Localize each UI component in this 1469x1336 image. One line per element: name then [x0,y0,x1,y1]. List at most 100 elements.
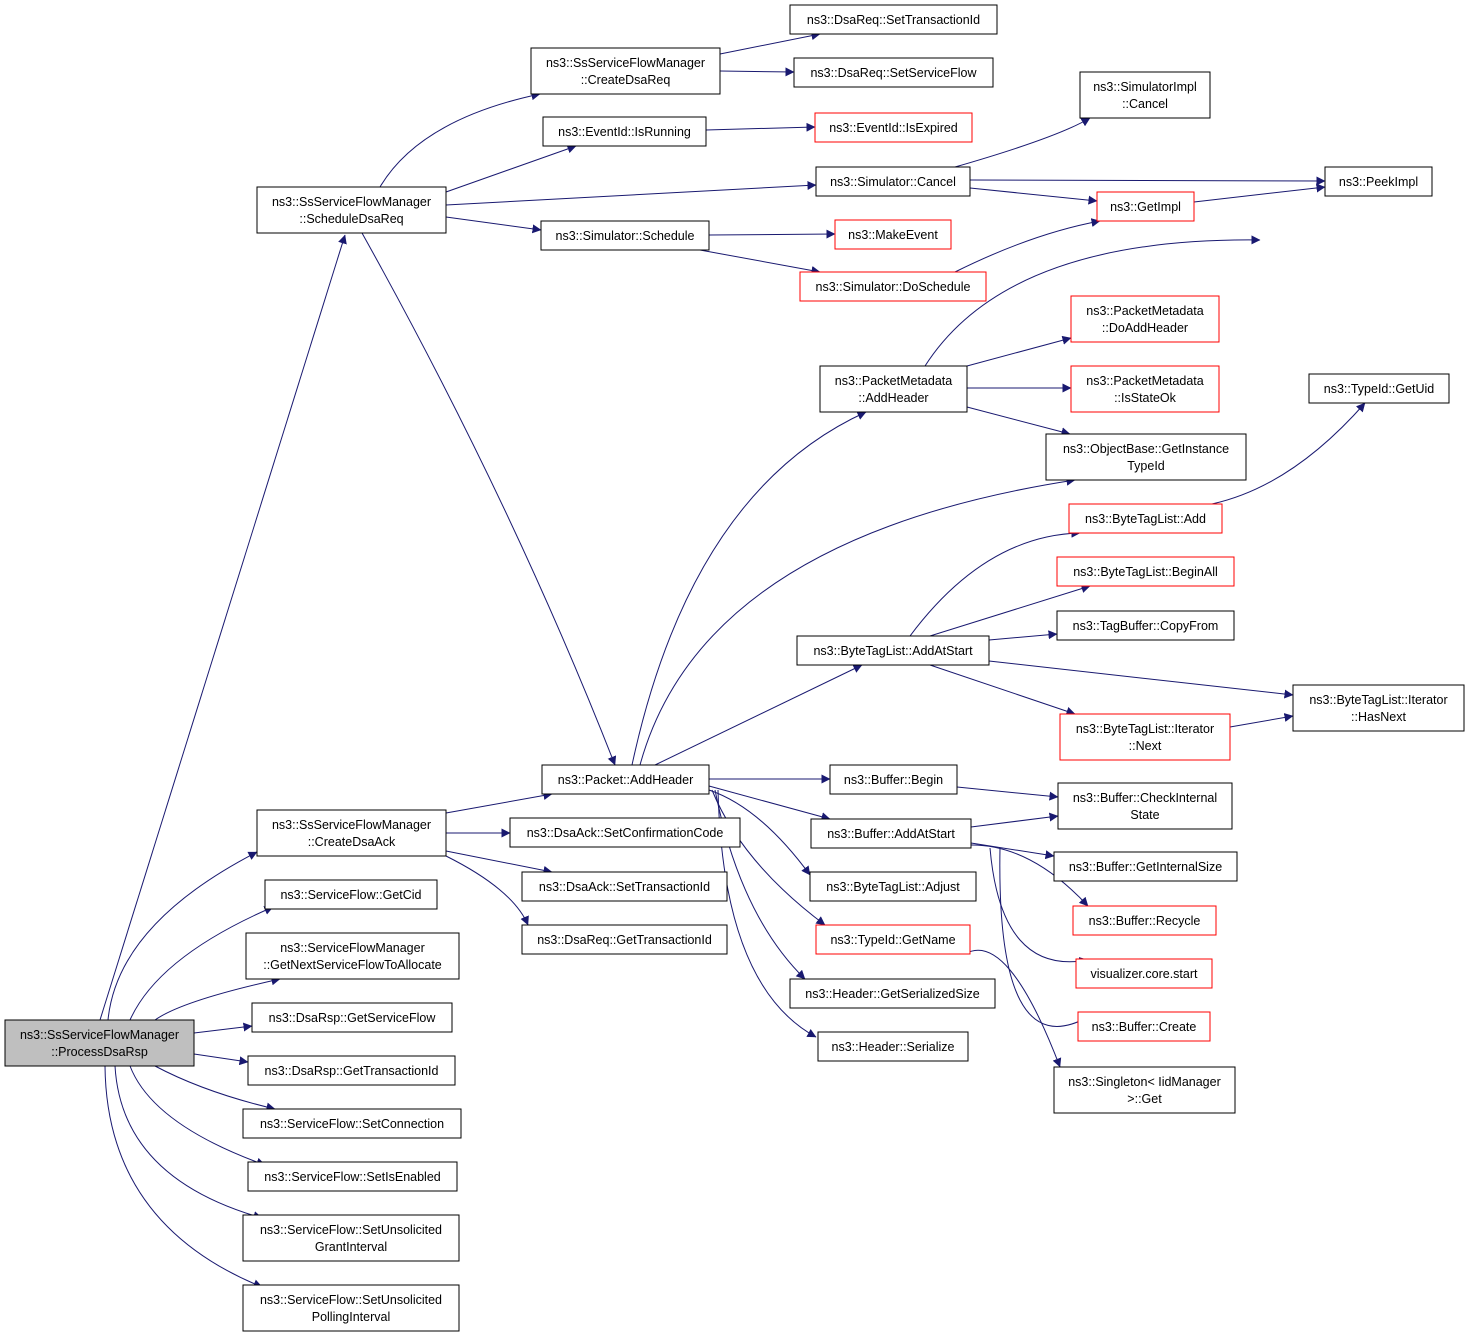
node-box [1068,503,1223,534]
node-settransactionid_req[interactable]: ns3::DsaReq::SetTransactionId [789,4,998,35]
node-visualizer_start[interactable]: visualizer.core.start [1075,958,1213,989]
node-box [521,871,728,902]
node-btl_addatstart[interactable]: ns3::ByteTagList::AddAtStart [796,635,990,666]
edge-scheduledsareq-to-packet_addheader [361,232,617,766]
node-label-line: TypeId [1127,459,1165,473]
node-label-line: ns3::SsServiceFlowManager [546,56,705,70]
node-doschedule[interactable]: ns3::Simulator::DoSchedule [799,271,987,302]
node-typeid_getuid[interactable]: ns3::TypeId::GetUid [1308,373,1450,404]
node-box [245,932,460,980]
edge-buffer_begin-to-buffer_checkinternal [956,786,1059,801]
node-tagbuffer_copyfrom[interactable]: ns3::TagBuffer::CopyFrom [1056,610,1235,641]
node-label-line: ::Next [1129,739,1162,753]
node-label-line: ns3::SsServiceFlowManager [272,818,431,832]
node-buffer_recycle[interactable]: ns3::Buffer::Recycle [1072,905,1217,936]
node-typeid_getname[interactable]: ns3::TypeId::GetName [815,924,971,955]
node-box [256,809,447,857]
node-label-line: ns3::DsaReq::SetServiceFlow [810,66,977,80]
node-gettransactionid_req[interactable]: ns3::DsaReq::GetTransactionId [521,924,728,955]
node-label-line: State [1130,808,1159,822]
node-setconfirmationcode[interactable]: ns3::DsaAck::SetConfirmationCode [509,817,741,848]
node-box [1053,1066,1236,1114]
node-pm_addheader[interactable]: ns3::PacketMetadata::AddHeader [819,365,968,413]
node-label-line: ns3::ServiceFlowManager [280,941,425,955]
edge-pm_addheader-to-pm_doaddheader [966,335,1072,367]
edge-scheduledsareq-to-simcancel [445,180,817,206]
node-btl_it_next[interactable]: ns3::ByteTagList::Iterator::Next [1059,713,1231,761]
node-label-line: ns3::SimulatorImpl [1093,80,1197,94]
node-createdsareq[interactable]: ns3::SsServiceFlowManager::CreateDsaReq [530,47,721,95]
node-box [509,817,741,848]
node-isrunning[interactable]: ns3::EventId::IsRunning [542,116,707,147]
node-header_serialize[interactable]: ns3::Header::Serialize [817,1031,969,1062]
node-getserviceflow_rsp[interactable]: ns3::DsaRsp::GetServiceFlow [251,1002,453,1033]
node-buffer_create[interactable]: ns3::Buffer::Create [1077,1011,1211,1042]
node-box [815,166,971,197]
node-box [829,764,958,795]
node-label-line: ns3::DsaAck::SetTransactionId [539,880,710,894]
node-buffer_getinternalsize[interactable]: ns3::Buffer::GetInternalSize [1053,851,1238,882]
edge-btl_addatstart-to-btl_it_next [929,664,1076,716]
node-box [1070,365,1220,413]
node-getcid[interactable]: ns3::ServiceFlow::GetCid [264,879,438,910]
node-btl_add[interactable]: ns3::ByteTagList::Add [1068,503,1223,534]
node-btl_it_hasnext[interactable]: ns3::ByteTagList::Iterator::HasNext [1292,684,1465,732]
node-singleton_get[interactable]: ns3::Singleton< IidManager>::Get [1053,1066,1236,1114]
node-label-line: ns3::PeekImpl [1339,175,1418,189]
node-header_getserializedsize[interactable]: ns3::Header::GetSerializedSize [789,978,996,1009]
node-isexpired[interactable]: ns3::EventId::IsExpired [814,112,973,143]
node-buffer_addatstart[interactable]: ns3::Buffer::AddAtStart [810,818,972,849]
edge-typeid_getname-to-singleton_get [964,949,1062,1068]
node-setunsolicitedgrant[interactable]: ns3::ServiceFlow::SetUnsolicitedGrantInt… [242,1214,460,1262]
node-label-line: ::GetNextServiceFlowToAllocate [263,958,442,972]
edge-packet_addheader-to-btl_addatstart [654,664,863,766]
node-label-line: ns3::PacketMetadata [1086,374,1203,388]
node-buffer_begin[interactable]: ns3::Buffer::Begin [829,764,958,795]
node-simschedule[interactable]: ns3::Simulator::Schedule [540,220,710,251]
node-simcancel[interactable]: ns3::Simulator::Cancel [815,166,971,197]
node-simimplcancel[interactable]: ns3::SimulatorImpl::Cancel [1079,71,1211,119]
node-label-line: ns3::GetImpl [1110,200,1181,214]
node-box [789,978,996,1009]
edge-createdsaack-to-packet_addheader [445,791,553,814]
edge-packet_addheader-to-btl_adjust [708,789,811,876]
node-label-line: PollingInterval [312,1310,391,1324]
node-setserviceflow_req[interactable]: ns3::DsaReq::SetServiceFlow [793,57,994,88]
node-label-line: ::IsStateOk [1114,391,1177,405]
node-btl_adjust[interactable]: ns3::ByteTagList::Adjust [809,871,977,902]
edge-packet_addheader-to-buffer_addatstart [708,785,831,822]
node-makeevent[interactable]: ns3::MakeEvent [834,219,952,250]
node-label-line: ns3::Header::GetSerializedSize [805,987,979,1001]
node-getimpl[interactable]: ns3::GetImpl [1096,191,1195,222]
node-getnextserviceflow[interactable]: ns3::ServiceFlowManager::GetNextServiceF… [245,932,460,980]
node-box [251,1002,453,1033]
node-setunsolicitedpolling[interactable]: ns3::ServiceFlow::SetUnsolicitedPollingI… [242,1284,460,1332]
node-box [521,924,728,955]
node-label-line: ns3::Simulator::DoSchedule [816,280,971,294]
node-setconnection[interactable]: ns3::ServiceFlow::SetConnection [242,1108,462,1139]
node-pm_doaddheader[interactable]: ns3::PacketMetadata::DoAddHeader [1070,295,1220,343]
node-gettransactionid_rsp[interactable]: ns3::DsaRsp::GetTransactionId [247,1055,456,1086]
node-processdsarsp[interactable]: ns3::SsServiceFlowManager::ProcessDsaRsp [4,1019,195,1067]
node-settransactionid_ack[interactable]: ns3::DsaAck::SetTransactionId [521,871,728,902]
node-packet_addheader[interactable]: ns3::Packet::AddHeader [541,764,710,795]
node-box [834,219,952,250]
edge-processdsarsp-to-setunsolicitedgrant [114,1065,263,1220]
node-btl_beginall[interactable]: ns3::ByteTagList::BeginAll [1056,556,1235,587]
node-scheduledsareq[interactable]: ns3::SsServiceFlowManager::ScheduleDsaRe… [256,186,447,234]
edge-getimpl-to-peekimpl [1193,183,1326,203]
node-label-line: ::ScheduleDsaReq [299,212,403,226]
node-pm_isstateok[interactable]: ns3::PacketMetadata::IsStateOk [1070,365,1220,413]
node-setisenabled[interactable]: ns3::ServiceFlow::SetIsEnabled [247,1161,458,1192]
node-label-line: ns3::PacketMetadata [1086,304,1203,318]
node-createdsaack[interactable]: ns3::SsServiceFlowManager::CreateDsaAck [256,809,447,857]
node-label-line: ns3::Simulator::Cancel [830,175,956,189]
node-peekimpl[interactable]: ns3::PeekImpl [1324,166,1433,197]
edge-processdsarsp-to-setunsolicitedpolling [104,1065,263,1288]
node-label-line: ns3::DsaReq::SetTransactionId [807,13,980,27]
node-box [542,116,707,147]
node-box [1096,191,1195,222]
